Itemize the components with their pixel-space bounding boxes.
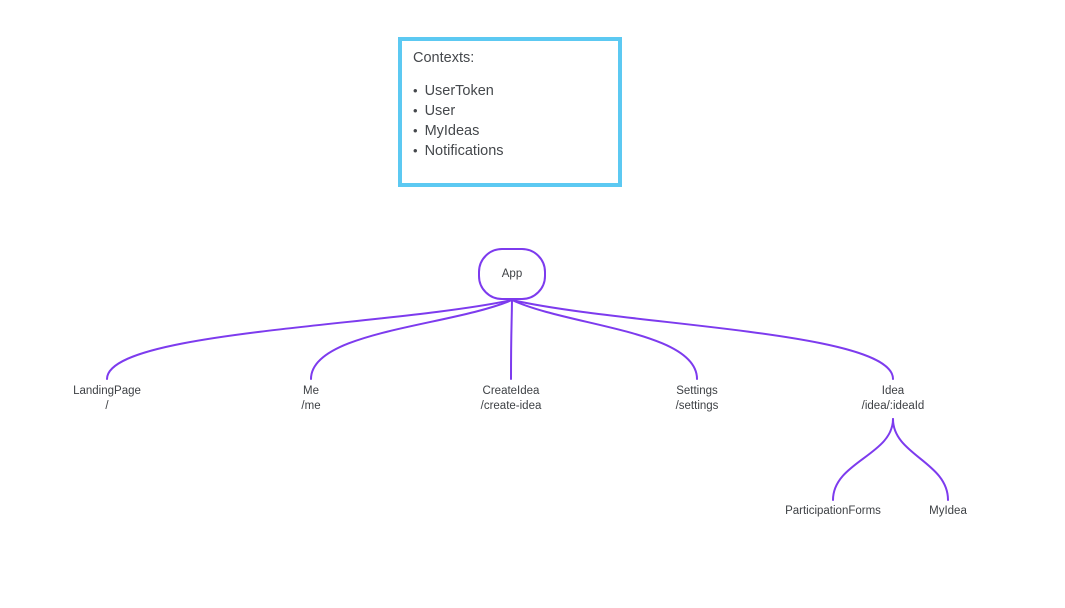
context-item: • UserToken bbox=[413, 81, 607, 101]
node-name: ParticipationForms bbox=[785, 505, 881, 517]
context-item: • User bbox=[413, 101, 607, 121]
context-item-label: UserToken bbox=[424, 83, 494, 99]
tree-node-label: Settings/settings bbox=[676, 384, 719, 414]
node-name: Me bbox=[303, 385, 319, 397]
node-route: / bbox=[105, 400, 109, 412]
node-name: LandingPage bbox=[73, 385, 141, 397]
node-name: Idea bbox=[881, 385, 905, 397]
tree-edge bbox=[511, 299, 698, 380]
node-name: MyIdea bbox=[929, 505, 967, 517]
context-item-label: MyIdeas bbox=[424, 123, 480, 139]
tree-edge bbox=[832, 418, 894, 501]
contexts-title: Contexts: bbox=[413, 50, 475, 66]
node-route: /me bbox=[301, 400, 321, 412]
tree-edge bbox=[106, 299, 513, 380]
tree-root-label: App bbox=[501, 268, 523, 280]
node-name: CreateIdea bbox=[482, 385, 540, 397]
node-name: Settings bbox=[676, 385, 718, 397]
tree-node-label: CreateIdea/create-idea bbox=[481, 384, 542, 414]
node-route: /settings bbox=[675, 400, 719, 412]
tree-node-label: MyIdea bbox=[929, 504, 967, 519]
node-route: /idea/:ideaId bbox=[861, 400, 925, 412]
contexts-box: Contexts: • UserToken • User • MyIdeas • Notifi… bbox=[398, 37, 622, 187]
tree-edge bbox=[892, 418, 949, 501]
tree-edge bbox=[310, 299, 513, 380]
context-item: • MyIdeas bbox=[413, 121, 607, 141]
context-item-label: User bbox=[424, 103, 456, 119]
bullet-icon: • bbox=[413, 123, 418, 138]
contexts-list: • UserToken • User • MyIdeas • Notifications bbox=[413, 81, 607, 161]
context-item: • Notifications bbox=[413, 141, 607, 161]
bullet-icon: • bbox=[413, 143, 418, 158]
bullet-icon: • bbox=[413, 103, 418, 118]
tree-node-label: ParticipationForms bbox=[785, 504, 881, 519]
bullet-icon: • bbox=[413, 83, 418, 98]
tree-node-label: Idea/idea/:ideaId bbox=[862, 384, 925, 414]
node-route: /create-idea bbox=[480, 400, 542, 412]
tree-edge bbox=[510, 299, 513, 380]
tree-node-label: Me/me bbox=[301, 384, 320, 414]
tree-edge bbox=[511, 299, 894, 380]
tree-node-label: LandingPage / bbox=[73, 384, 141, 414]
tree-root-node: App bbox=[478, 248, 546, 300]
context-item-label: Notifications bbox=[424, 143, 504, 159]
